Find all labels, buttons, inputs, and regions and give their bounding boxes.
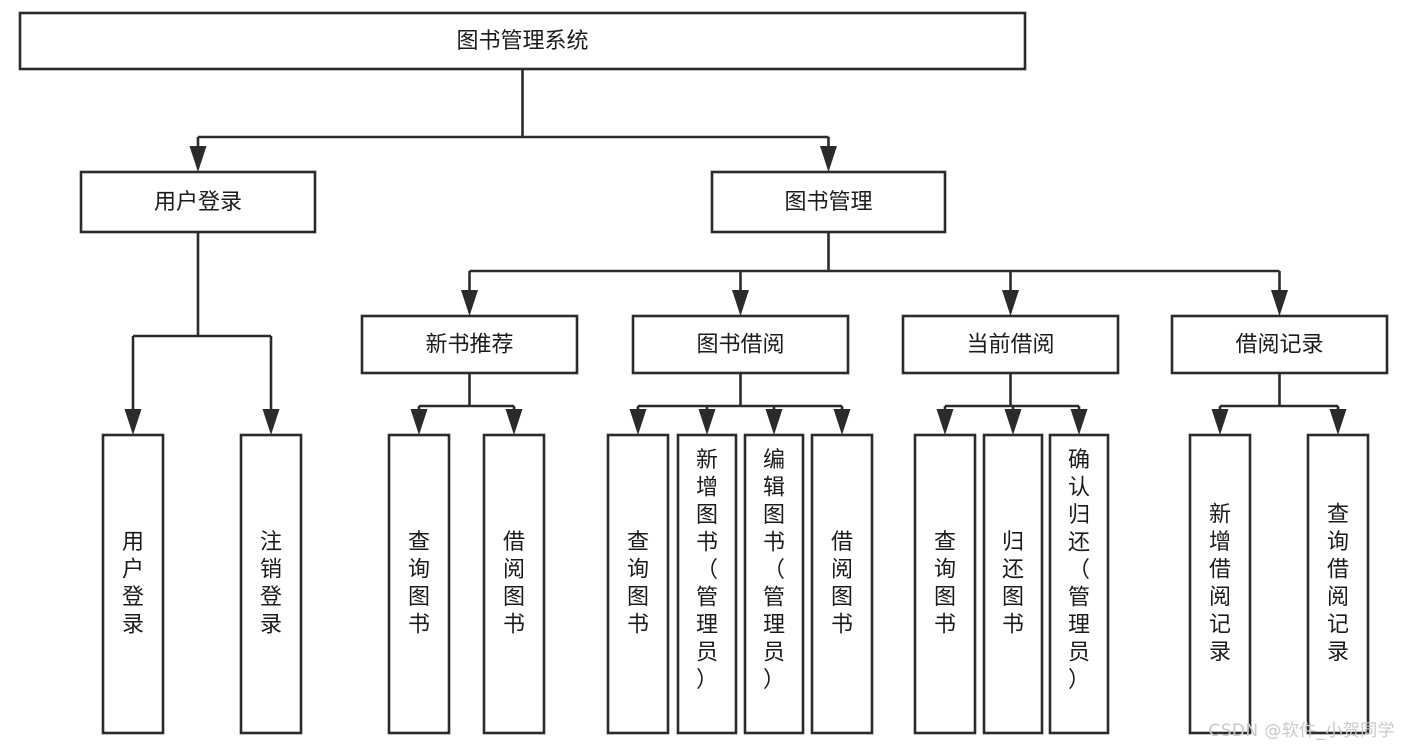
connector-arrowhead (124, 409, 142, 435)
connector-arrowhead (189, 146, 207, 172)
edge-current-borrow-to-leaves (936, 373, 1088, 435)
connector-arrowhead (732, 290, 749, 316)
connector-arrowhead (262, 409, 280, 435)
node-user-login[interactable]: 用户登录 (79, 170, 317, 234)
node-box[interactable] (982, 433, 1044, 735)
connector-arrowhead (1329, 409, 1347, 435)
node-box[interactable] (1048, 433, 1110, 735)
node-label: 注销登录 (260, 530, 282, 638)
node-leaf-edit-book-admin[interactable]: 编辑图书（管理员） (743, 433, 805, 735)
node-label: 新增图书（管理员） (696, 448, 718, 693)
node-box[interactable] (360, 314, 579, 375)
node-leaf-add-book-admin[interactable]: 新增图书（管理员） (676, 433, 738, 735)
edge-user-login-to-leaves (124, 232, 280, 435)
edge-book-borrow-to-leaves (629, 373, 851, 435)
connector-arrowhead (936, 409, 954, 435)
node-leaf-query-book-3[interactable]: 查询图书 (913, 433, 977, 735)
connector-arrowhead (698, 409, 716, 435)
edge-new-book-rec-to-leaves (410, 373, 523, 435)
connectors-layer (124, 69, 1347, 435)
node-box[interactable] (239, 433, 303, 735)
node-leaf-user-login[interactable]: 用户登录 (101, 433, 165, 735)
connector-arrowhead (1271, 290, 1288, 316)
connector-arrowhead (1002, 290, 1019, 316)
node-label: 图书管理系统 (456, 29, 588, 54)
node-leaf-confirm-return-admin[interactable]: 确认归还（管理员） (1048, 433, 1110, 735)
nodes-layer: 图书管理系统用户登录图书管理新书推荐图书借阅当前借阅借阅记录用户登录注销登录查询… (18, 11, 1389, 735)
edge-root-to-level1 (189, 69, 837, 172)
connector-arrowhead (1004, 409, 1022, 435)
node-box[interactable] (482, 433, 546, 735)
connector-arrowhead (765, 409, 783, 435)
node-current-borrow[interactable]: 当前借阅 (901, 314, 1120, 375)
node-label: 当前借阅 (966, 333, 1054, 358)
node-label: 图书借阅 (696, 333, 784, 358)
connector-arrowhead (629, 409, 647, 435)
node-book-borrow[interactable]: 图书借阅 (631, 314, 850, 375)
connector-arrowhead (461, 290, 478, 316)
node-book-manage[interactable]: 图书管理 (710, 170, 947, 234)
node-box[interactable] (18, 11, 1027, 71)
node-label: 编辑图书（管理员） (763, 448, 785, 693)
node-box[interactable] (710, 170, 947, 234)
node-leaf-query-borrow-record[interactable]: 查询借阅记录 (1306, 433, 1370, 735)
node-borrow-records[interactable]: 借阅记录 (1170, 314, 1389, 375)
node-label: 查询图书 (934, 530, 956, 638)
node-root[interactable]: 图书管理系统 (18, 11, 1027, 71)
node-leaf-query-book-2[interactable]: 查询图书 (606, 433, 670, 735)
node-box[interactable] (631, 314, 850, 375)
node-label: 借阅图书 (503, 530, 525, 638)
node-leaf-borrow-book-1[interactable]: 借阅图书 (482, 433, 546, 735)
node-new-book-rec[interactable]: 新书推荐 (360, 314, 579, 375)
node-leaf-logout[interactable]: 注销登录 (239, 433, 303, 735)
node-leaf-query-book-1[interactable]: 查询图书 (387, 433, 451, 735)
node-box[interactable] (606, 433, 670, 735)
csdn-watermark: CSDN @软件_小贺同学 (1208, 721, 1395, 741)
node-box[interactable] (743, 433, 805, 735)
node-label: 查询图书 (627, 530, 649, 638)
node-leaf-borrow-book-2[interactable]: 借阅图书 (810, 433, 874, 735)
connector-arrowhead (833, 409, 851, 435)
connector-arrowhead (1070, 409, 1088, 435)
node-box[interactable] (1188, 433, 1252, 735)
node-label: 图书管理 (784, 190, 872, 215)
node-leaf-add-borrow-record[interactable]: 新增借阅记录 (1188, 433, 1252, 735)
node-box[interactable] (901, 314, 1120, 375)
node-box[interactable] (101, 433, 165, 735)
node-label: 查询图书 (408, 530, 430, 638)
node-label: 查询借阅记录 (1327, 503, 1349, 666)
node-box[interactable] (1306, 433, 1370, 735)
node-box[interactable] (1170, 314, 1389, 375)
node-box[interactable] (913, 433, 977, 735)
connector-arrowhead (1211, 409, 1229, 435)
node-label: 借阅图书 (831, 530, 853, 638)
connector-arrowhead (505, 409, 523, 435)
node-box[interactable] (79, 170, 317, 234)
node-label: 新书推荐 (425, 333, 513, 358)
connector-arrowhead (410, 409, 428, 435)
node-label: 确认归还（管理员） (1068, 448, 1090, 693)
edge-book-manage-to-level2 (461, 232, 1288, 316)
node-label: 借阅记录 (1235, 333, 1323, 358)
edge-borrow-records-to-leaves (1211, 373, 1347, 435)
node-box[interactable] (387, 433, 451, 735)
node-label: 归还图书 (1002, 530, 1024, 638)
node-box[interactable] (810, 433, 874, 735)
node-box[interactable] (676, 433, 738, 735)
node-label: 用户登录 (122, 530, 144, 638)
connector-arrowhead (820, 146, 837, 172)
node-leaf-return-book[interactable]: 归还图书 (982, 433, 1044, 735)
node-label: 新增借阅记录 (1209, 503, 1231, 666)
node-label: 用户登录 (154, 190, 242, 215)
